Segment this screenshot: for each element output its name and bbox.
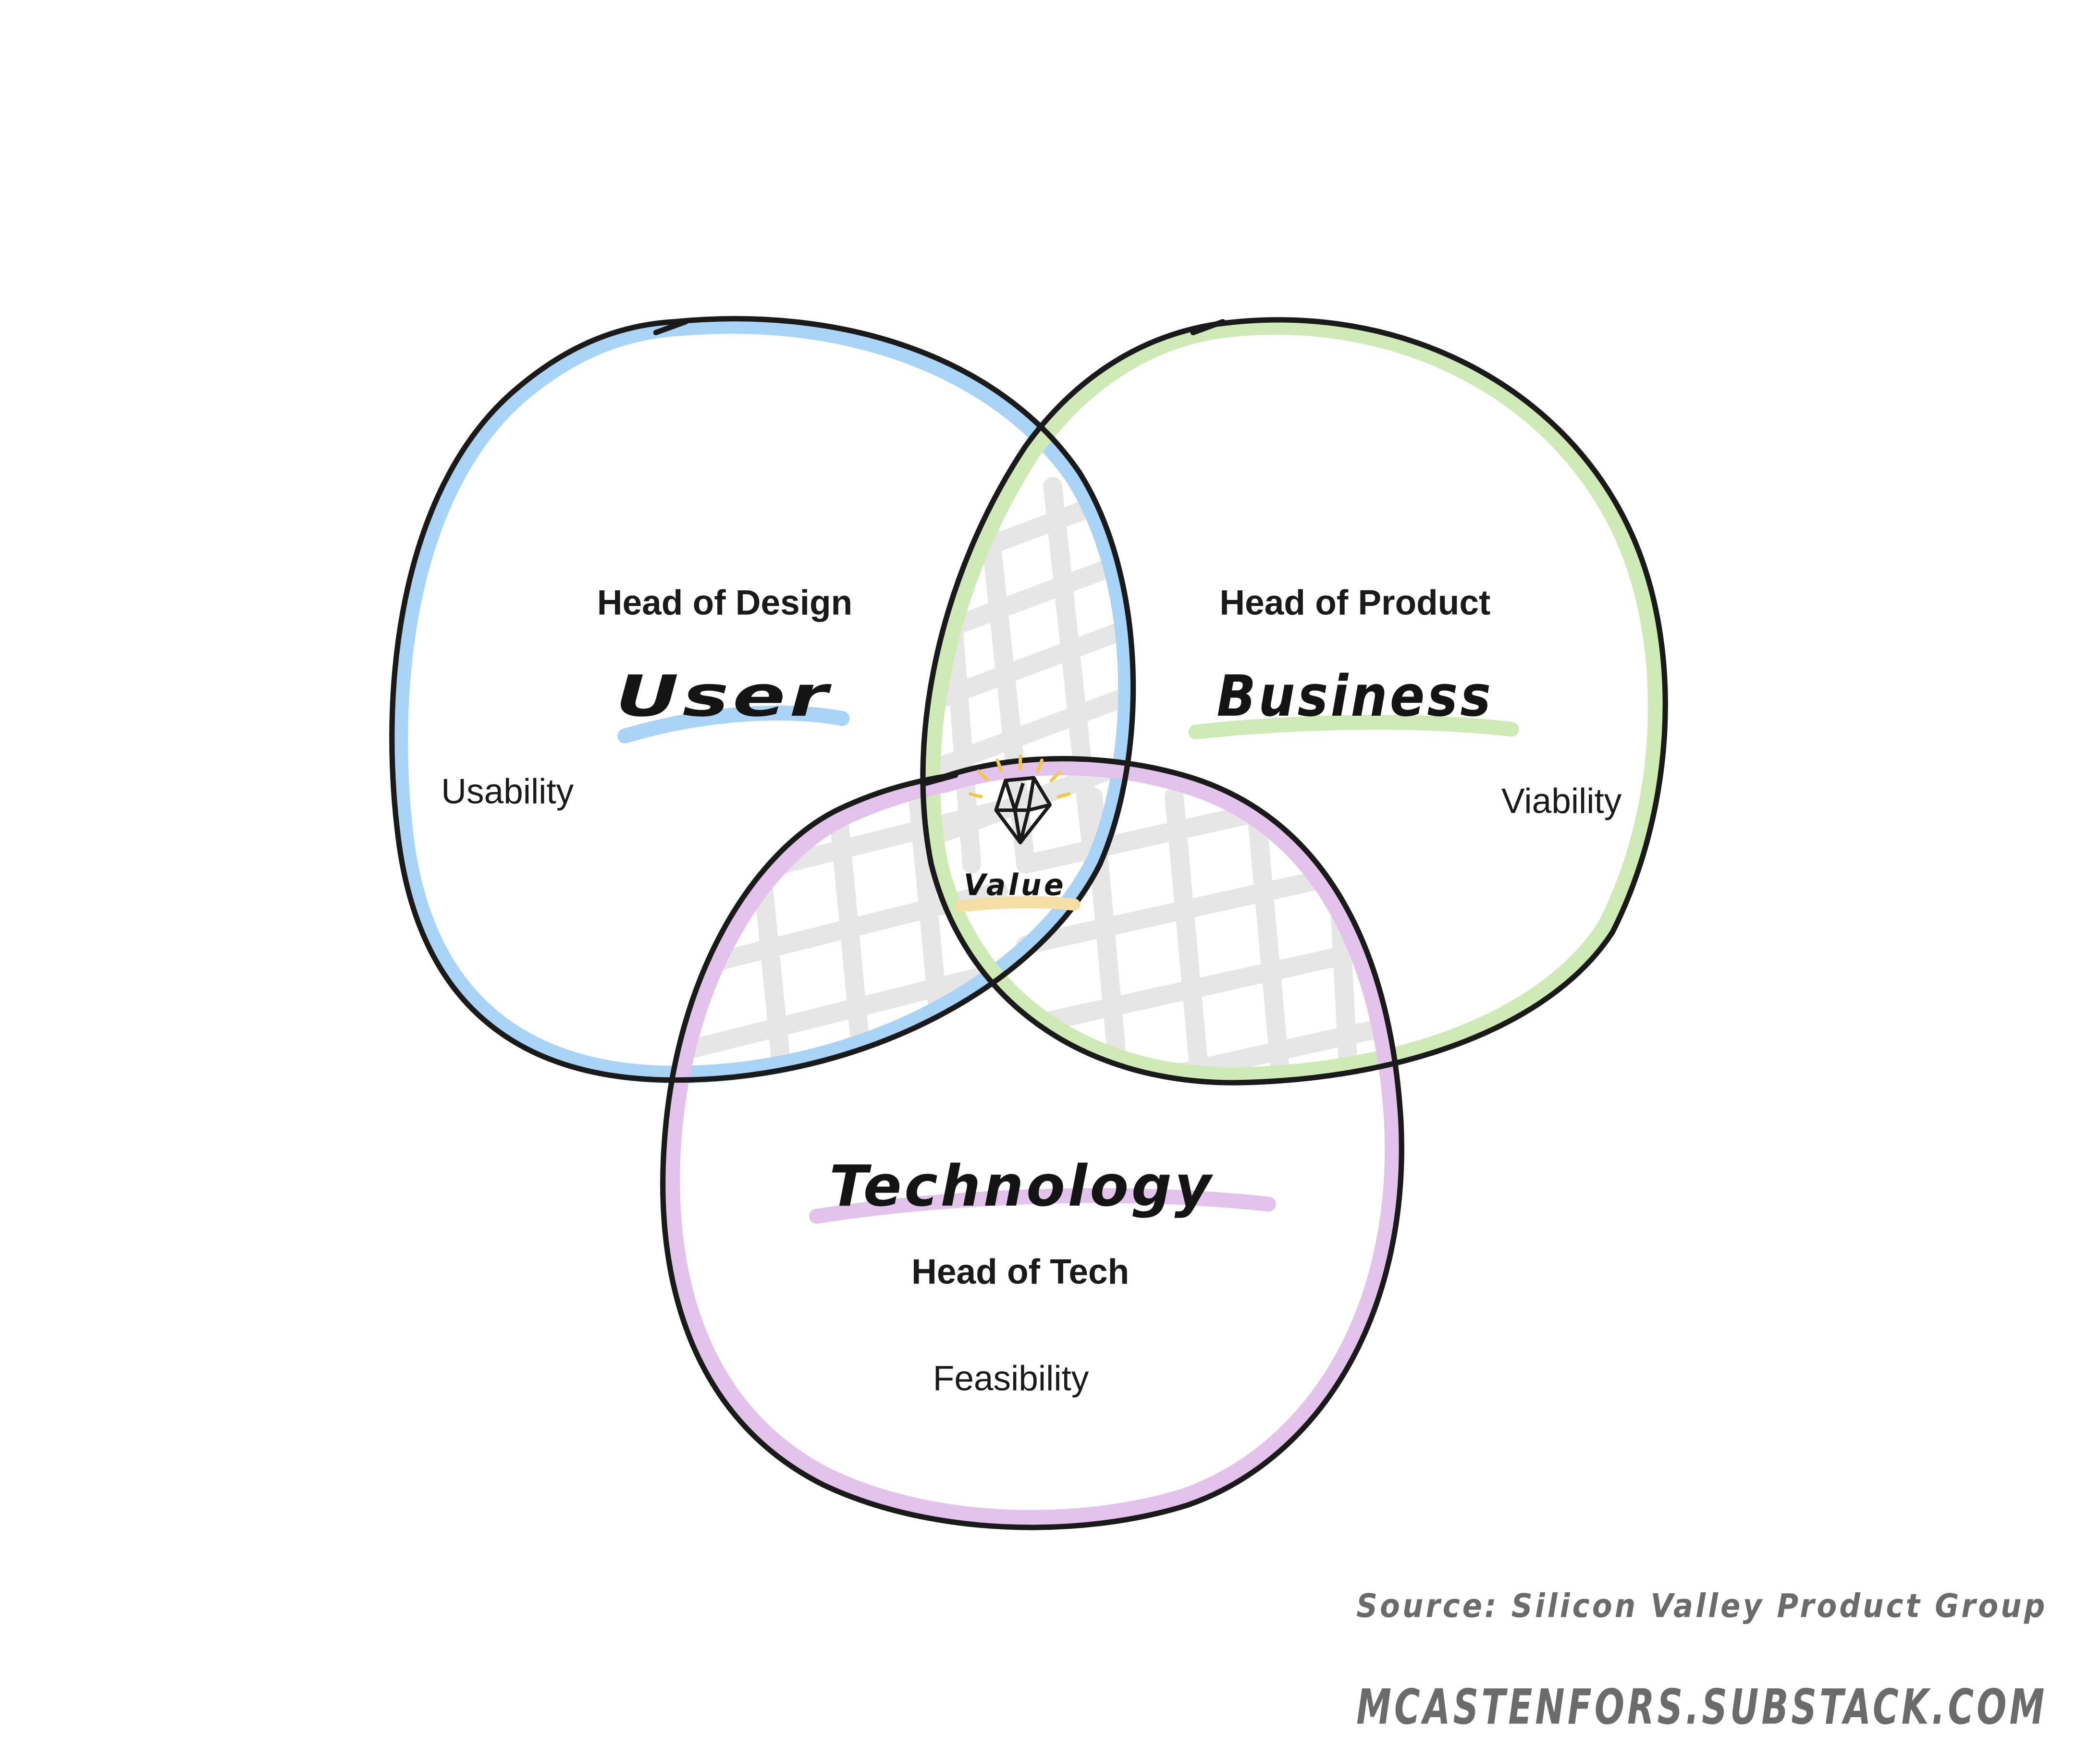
user-circle-outline xyxy=(389,316,1136,1083)
business-title-underline xyxy=(1188,715,1519,740)
user-title-underline xyxy=(617,706,850,744)
business-circle-highlight xyxy=(922,317,1666,1085)
feasibility-label: Feasibility xyxy=(933,1359,1089,1398)
gem-icon xyxy=(969,754,1071,844)
value-label: Value xyxy=(964,868,1066,903)
technology-title: Technology xyxy=(829,1153,1214,1219)
user-outline-tick xyxy=(653,319,688,335)
business-outline-tick xyxy=(1190,319,1226,335)
user-role-label: Head of Design xyxy=(597,583,852,622)
technology-role-label: Head of Tech xyxy=(911,1253,1129,1292)
source-credit: Source: Silicon Valley Product Group xyxy=(1356,1587,2047,1625)
site-url: MCASTENFORS.SUBSTACK.COM xyxy=(1356,1679,2047,1735)
value-label-underline xyxy=(955,896,1081,912)
technology-circle-highlight xyxy=(662,757,1402,1528)
technology-title-underline xyxy=(809,1188,1277,1224)
technology-outline-tick xyxy=(923,772,958,786)
business-title: Business xyxy=(1216,663,1493,729)
business-role-label: Head of Product xyxy=(1219,583,1490,622)
business-circle-outline xyxy=(920,317,1668,1086)
user-title: User xyxy=(615,663,832,729)
usability-label: Usability xyxy=(441,772,574,811)
user-circle-highlight xyxy=(390,316,1136,1084)
technology-circle-outline xyxy=(660,756,1404,1530)
viability-label: Viability xyxy=(1501,781,1622,820)
